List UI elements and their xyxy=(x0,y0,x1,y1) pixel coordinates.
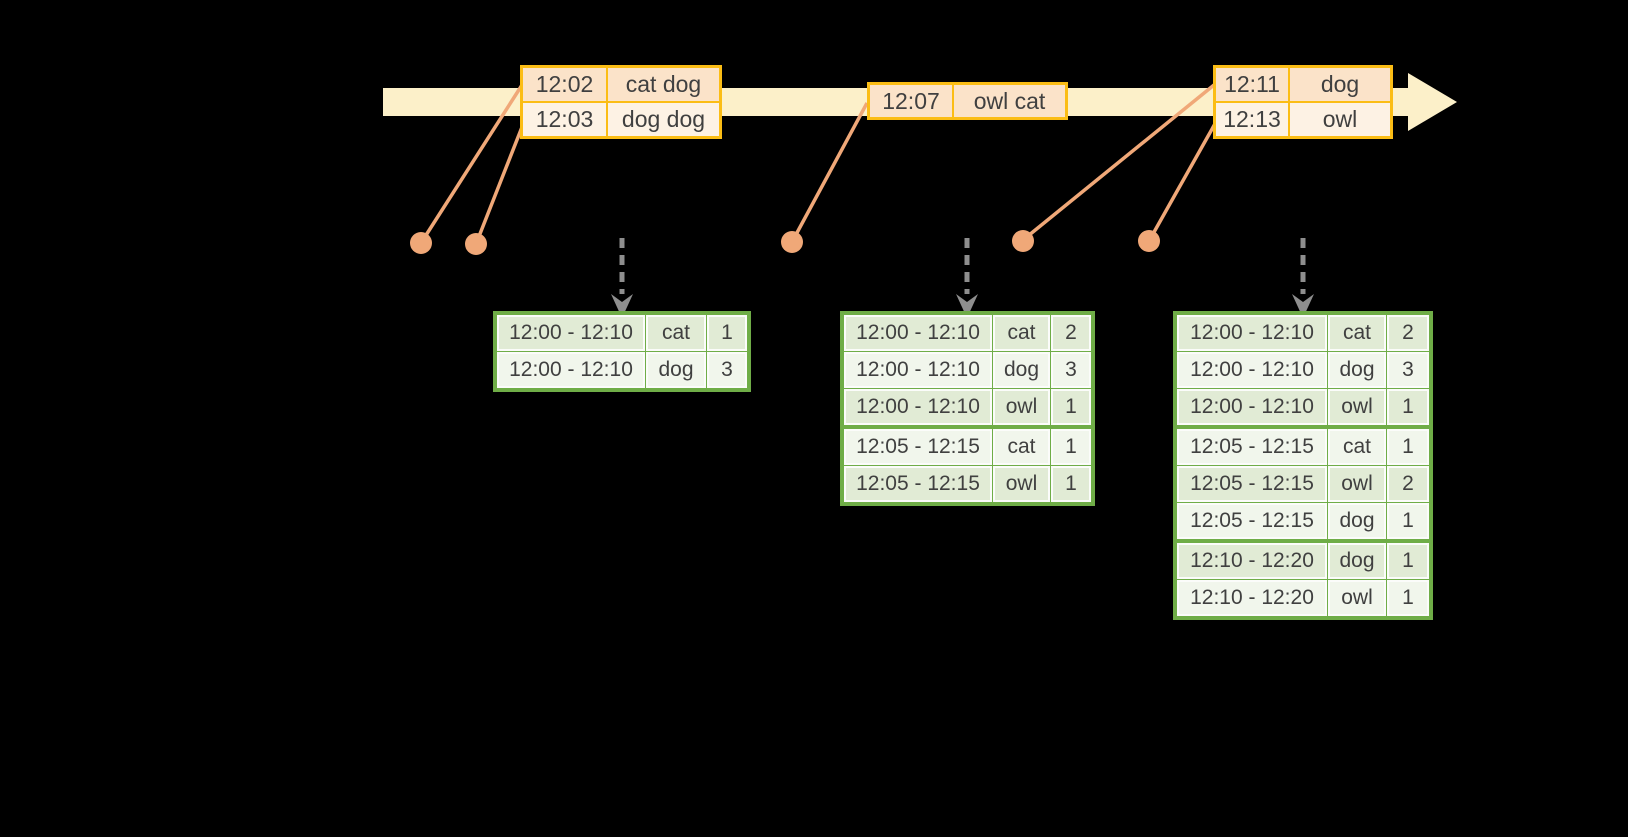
window-cell: 12:10 - 12:20 xyxy=(1177,580,1327,616)
down-arrow-icon xyxy=(1292,294,1314,318)
word-cell: dog xyxy=(1328,543,1386,579)
event-dot xyxy=(465,233,487,255)
count-cell: 1 xyxy=(1387,580,1429,616)
count-cell: 3 xyxy=(1051,352,1091,388)
count-cell: 1 xyxy=(1387,503,1429,539)
word-cell: owl xyxy=(1328,389,1386,425)
event-time-cell: 12:11 xyxy=(1216,68,1288,101)
word-cell: dog xyxy=(1328,503,1386,539)
count-cell: 1 xyxy=(707,315,747,351)
window-cell: 12:05 - 12:15 xyxy=(1177,429,1327,465)
word-cell: owl xyxy=(1328,580,1386,616)
word-cell: cat xyxy=(993,429,1050,465)
count-cell: 1 xyxy=(1051,466,1091,502)
count-cell: 3 xyxy=(707,352,747,388)
event-connector-line xyxy=(790,102,869,243)
event-words-cell: dog dog xyxy=(606,103,719,136)
event-time-cell: 12:07 xyxy=(870,85,952,117)
event-connector-line xyxy=(474,121,526,245)
word-cell: owl xyxy=(993,466,1050,502)
count-cell: 1 xyxy=(1387,389,1429,425)
count-cell: 1 xyxy=(1051,429,1091,465)
word-cell: cat xyxy=(1328,429,1386,465)
word-cell: owl xyxy=(1328,466,1386,502)
event-dot xyxy=(781,231,803,253)
count-cell: 1 xyxy=(1387,543,1429,579)
event-words-cell: dog xyxy=(1288,68,1390,101)
window-cell: 12:00 - 12:10 xyxy=(844,389,992,425)
window-cell: 12:10 - 12:20 xyxy=(1177,543,1327,579)
event-dot xyxy=(1138,230,1160,252)
event-dot xyxy=(1012,230,1034,252)
event-words-cell: owl cat xyxy=(952,85,1065,117)
count-cell: 1 xyxy=(1387,429,1429,465)
window-cell: 12:05 - 12:15 xyxy=(1177,466,1327,502)
word-cell: cat xyxy=(1328,315,1386,351)
window-cell: 12:05 - 12:15 xyxy=(844,429,992,465)
down-arrow-icon xyxy=(956,294,978,318)
word-cell: dog xyxy=(993,352,1050,388)
word-cell: cat xyxy=(993,315,1050,351)
event-connector-line xyxy=(1021,83,1216,242)
down-arrow-icon xyxy=(611,294,633,318)
window-cell: 12:00 - 12:10 xyxy=(844,352,992,388)
count-cell: 3 xyxy=(1387,352,1429,388)
word-cell: dog xyxy=(1328,352,1386,388)
event-time-cell: 12:13 xyxy=(1216,103,1288,136)
window-cell: 12:00 - 12:10 xyxy=(1177,389,1327,425)
event-time-cell: 12:03 xyxy=(523,103,606,136)
word-cell: dog xyxy=(646,352,706,388)
event-words-cell: owl xyxy=(1288,103,1390,136)
event-dot xyxy=(410,232,432,254)
count-cell: 1 xyxy=(1051,389,1091,425)
word-cell: cat xyxy=(646,315,706,351)
event-words-cell: cat dog xyxy=(606,68,719,101)
count-cell: 2 xyxy=(1387,466,1429,502)
window-cell: 12:05 - 12:15 xyxy=(844,466,992,502)
count-cell: 2 xyxy=(1387,315,1429,351)
window-cell: 12:00 - 12:10 xyxy=(497,352,645,388)
event-connector-line xyxy=(1147,121,1218,242)
window-cell: 12:00 - 12:10 xyxy=(844,315,992,351)
count-cell: 2 xyxy=(1051,315,1091,351)
window-cell: 12:05 - 12:15 xyxy=(1177,503,1327,539)
word-cell: owl xyxy=(993,389,1050,425)
timeline-arrowhead-icon xyxy=(1408,73,1457,131)
event-time-cell: 12:02 xyxy=(523,68,606,101)
event-connector-line xyxy=(419,84,524,244)
window-cell: 12:00 - 12:10 xyxy=(1177,352,1327,388)
window-cell: 12:00 - 12:10 xyxy=(497,315,645,351)
window-cell: 12:00 - 12:10 xyxy=(1177,315,1327,351)
